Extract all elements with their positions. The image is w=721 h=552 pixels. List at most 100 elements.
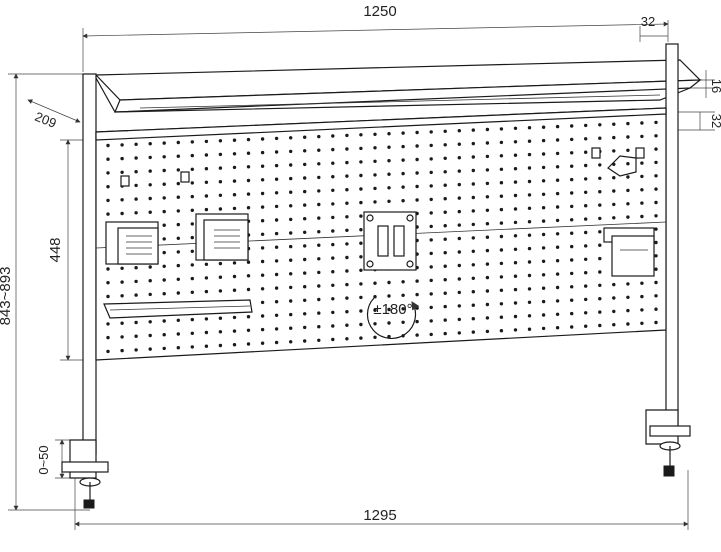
peg-hole bbox=[584, 204, 588, 208]
peg-hole bbox=[584, 257, 588, 261]
peg-hole bbox=[401, 158, 405, 162]
peg-hole bbox=[274, 300, 279, 304]
peg-hole bbox=[612, 282, 616, 287]
peg-hole bbox=[640, 161, 644, 165]
peg-hole bbox=[218, 207, 223, 211]
peg-hole bbox=[106, 349, 110, 354]
peg-hole bbox=[555, 326, 560, 330]
peg-hole bbox=[654, 174, 658, 178]
peg-hole bbox=[260, 205, 265, 209]
peg-hole bbox=[317, 134, 321, 139]
peg-hole bbox=[218, 330, 223, 334]
peg-hole bbox=[555, 312, 560, 316]
peg-hole bbox=[626, 188, 630, 193]
peg-hole bbox=[499, 140, 504, 145]
peg-hole bbox=[387, 334, 391, 339]
peg-hole bbox=[289, 176, 293, 181]
peg-hole bbox=[541, 273, 546, 277]
peg-hole bbox=[274, 163, 279, 168]
peg-hole bbox=[359, 295, 363, 300]
peg-hole bbox=[598, 216, 602, 221]
peg-hole bbox=[303, 285, 307, 289]
peg-hole bbox=[527, 260, 532, 264]
peg-hole bbox=[527, 139, 532, 143]
peg-hole bbox=[541, 259, 546, 263]
peg-hole bbox=[289, 299, 293, 303]
peg-hole bbox=[471, 236, 475, 240]
peg-hole bbox=[162, 264, 166, 268]
peg-hole bbox=[457, 331, 461, 335]
peg-hole bbox=[162, 209, 166, 214]
peg-hole bbox=[443, 183, 447, 187]
peg-hole bbox=[471, 330, 475, 334]
peg-hole bbox=[317, 175, 321, 180]
peg-hole bbox=[527, 314, 532, 318]
peg-hole bbox=[513, 328, 518, 332]
peg-hole bbox=[303, 230, 307, 234]
peg-hole bbox=[654, 214, 658, 218]
peg-hole bbox=[513, 193, 518, 198]
peg-hole bbox=[218, 139, 223, 143]
peg-hole bbox=[176, 209, 180, 213]
peg-hole bbox=[317, 338, 321, 342]
peg-hole bbox=[471, 317, 475, 321]
peg-hole bbox=[387, 132, 391, 136]
peg-hole bbox=[246, 165, 251, 169]
peg-hole bbox=[429, 170, 433, 175]
peg-hole bbox=[274, 259, 279, 263]
peg-hole bbox=[429, 305, 433, 310]
peg-hole bbox=[429, 211, 433, 215]
peg-hole bbox=[331, 256, 335, 260]
peg-hole bbox=[541, 125, 546, 129]
peg-hole bbox=[317, 325, 321, 329]
peg-hole bbox=[274, 313, 279, 317]
top-shelf bbox=[94, 59, 702, 113]
peg-hole bbox=[134, 156, 138, 160]
peg-hole bbox=[513, 180, 518, 184]
peg-hole bbox=[443, 170, 447, 174]
peg-hole bbox=[626, 308, 630, 313]
peg-hole bbox=[218, 180, 223, 184]
peg-hole bbox=[190, 208, 194, 212]
peg-hole bbox=[598, 270, 602, 274]
peg-hole bbox=[598, 323, 602, 328]
peg-hole bbox=[176, 277, 180, 281]
peg-hole bbox=[190, 345, 194, 349]
peg-hole bbox=[485, 302, 490, 307]
peg-hole bbox=[274, 340, 279, 345]
peg-hole bbox=[654, 294, 658, 298]
peg-hole bbox=[443, 237, 447, 241]
peg-hole bbox=[317, 202, 321, 207]
peg-hole bbox=[555, 259, 560, 263]
peg-hole bbox=[499, 302, 504, 306]
peg-hole bbox=[570, 137, 574, 142]
peg-hole bbox=[232, 343, 237, 347]
peg-hole bbox=[176, 263, 180, 268]
peg-hole bbox=[260, 164, 265, 168]
peg-hole bbox=[457, 169, 461, 173]
peg-hole bbox=[485, 235, 490, 239]
peg-hole bbox=[401, 144, 405, 149]
peg-hole bbox=[513, 261, 518, 265]
peg-hole bbox=[485, 329, 490, 334]
peg-hole bbox=[331, 161, 335, 165]
peg-hole bbox=[373, 186, 377, 191]
peg-hole bbox=[260, 137, 265, 141]
peg-hole bbox=[499, 234, 504, 239]
peg-hole bbox=[331, 229, 335, 233]
peg-hole bbox=[640, 308, 644, 312]
peg-hole bbox=[303, 203, 307, 207]
peg-hole bbox=[527, 327, 532, 331]
peg-hole bbox=[485, 275, 490, 280]
peg-hole bbox=[485, 195, 490, 199]
peg-hole bbox=[373, 159, 377, 163]
peg-hole bbox=[317, 284, 321, 288]
peg-hole bbox=[190, 181, 194, 185]
peg-hole bbox=[626, 135, 630, 139]
peg-hole bbox=[654, 267, 658, 271]
peg-hole bbox=[359, 255, 363, 259]
peg-hole bbox=[359, 268, 363, 272]
peg-hole bbox=[584, 150, 588, 154]
peg-hole bbox=[555, 272, 560, 276]
